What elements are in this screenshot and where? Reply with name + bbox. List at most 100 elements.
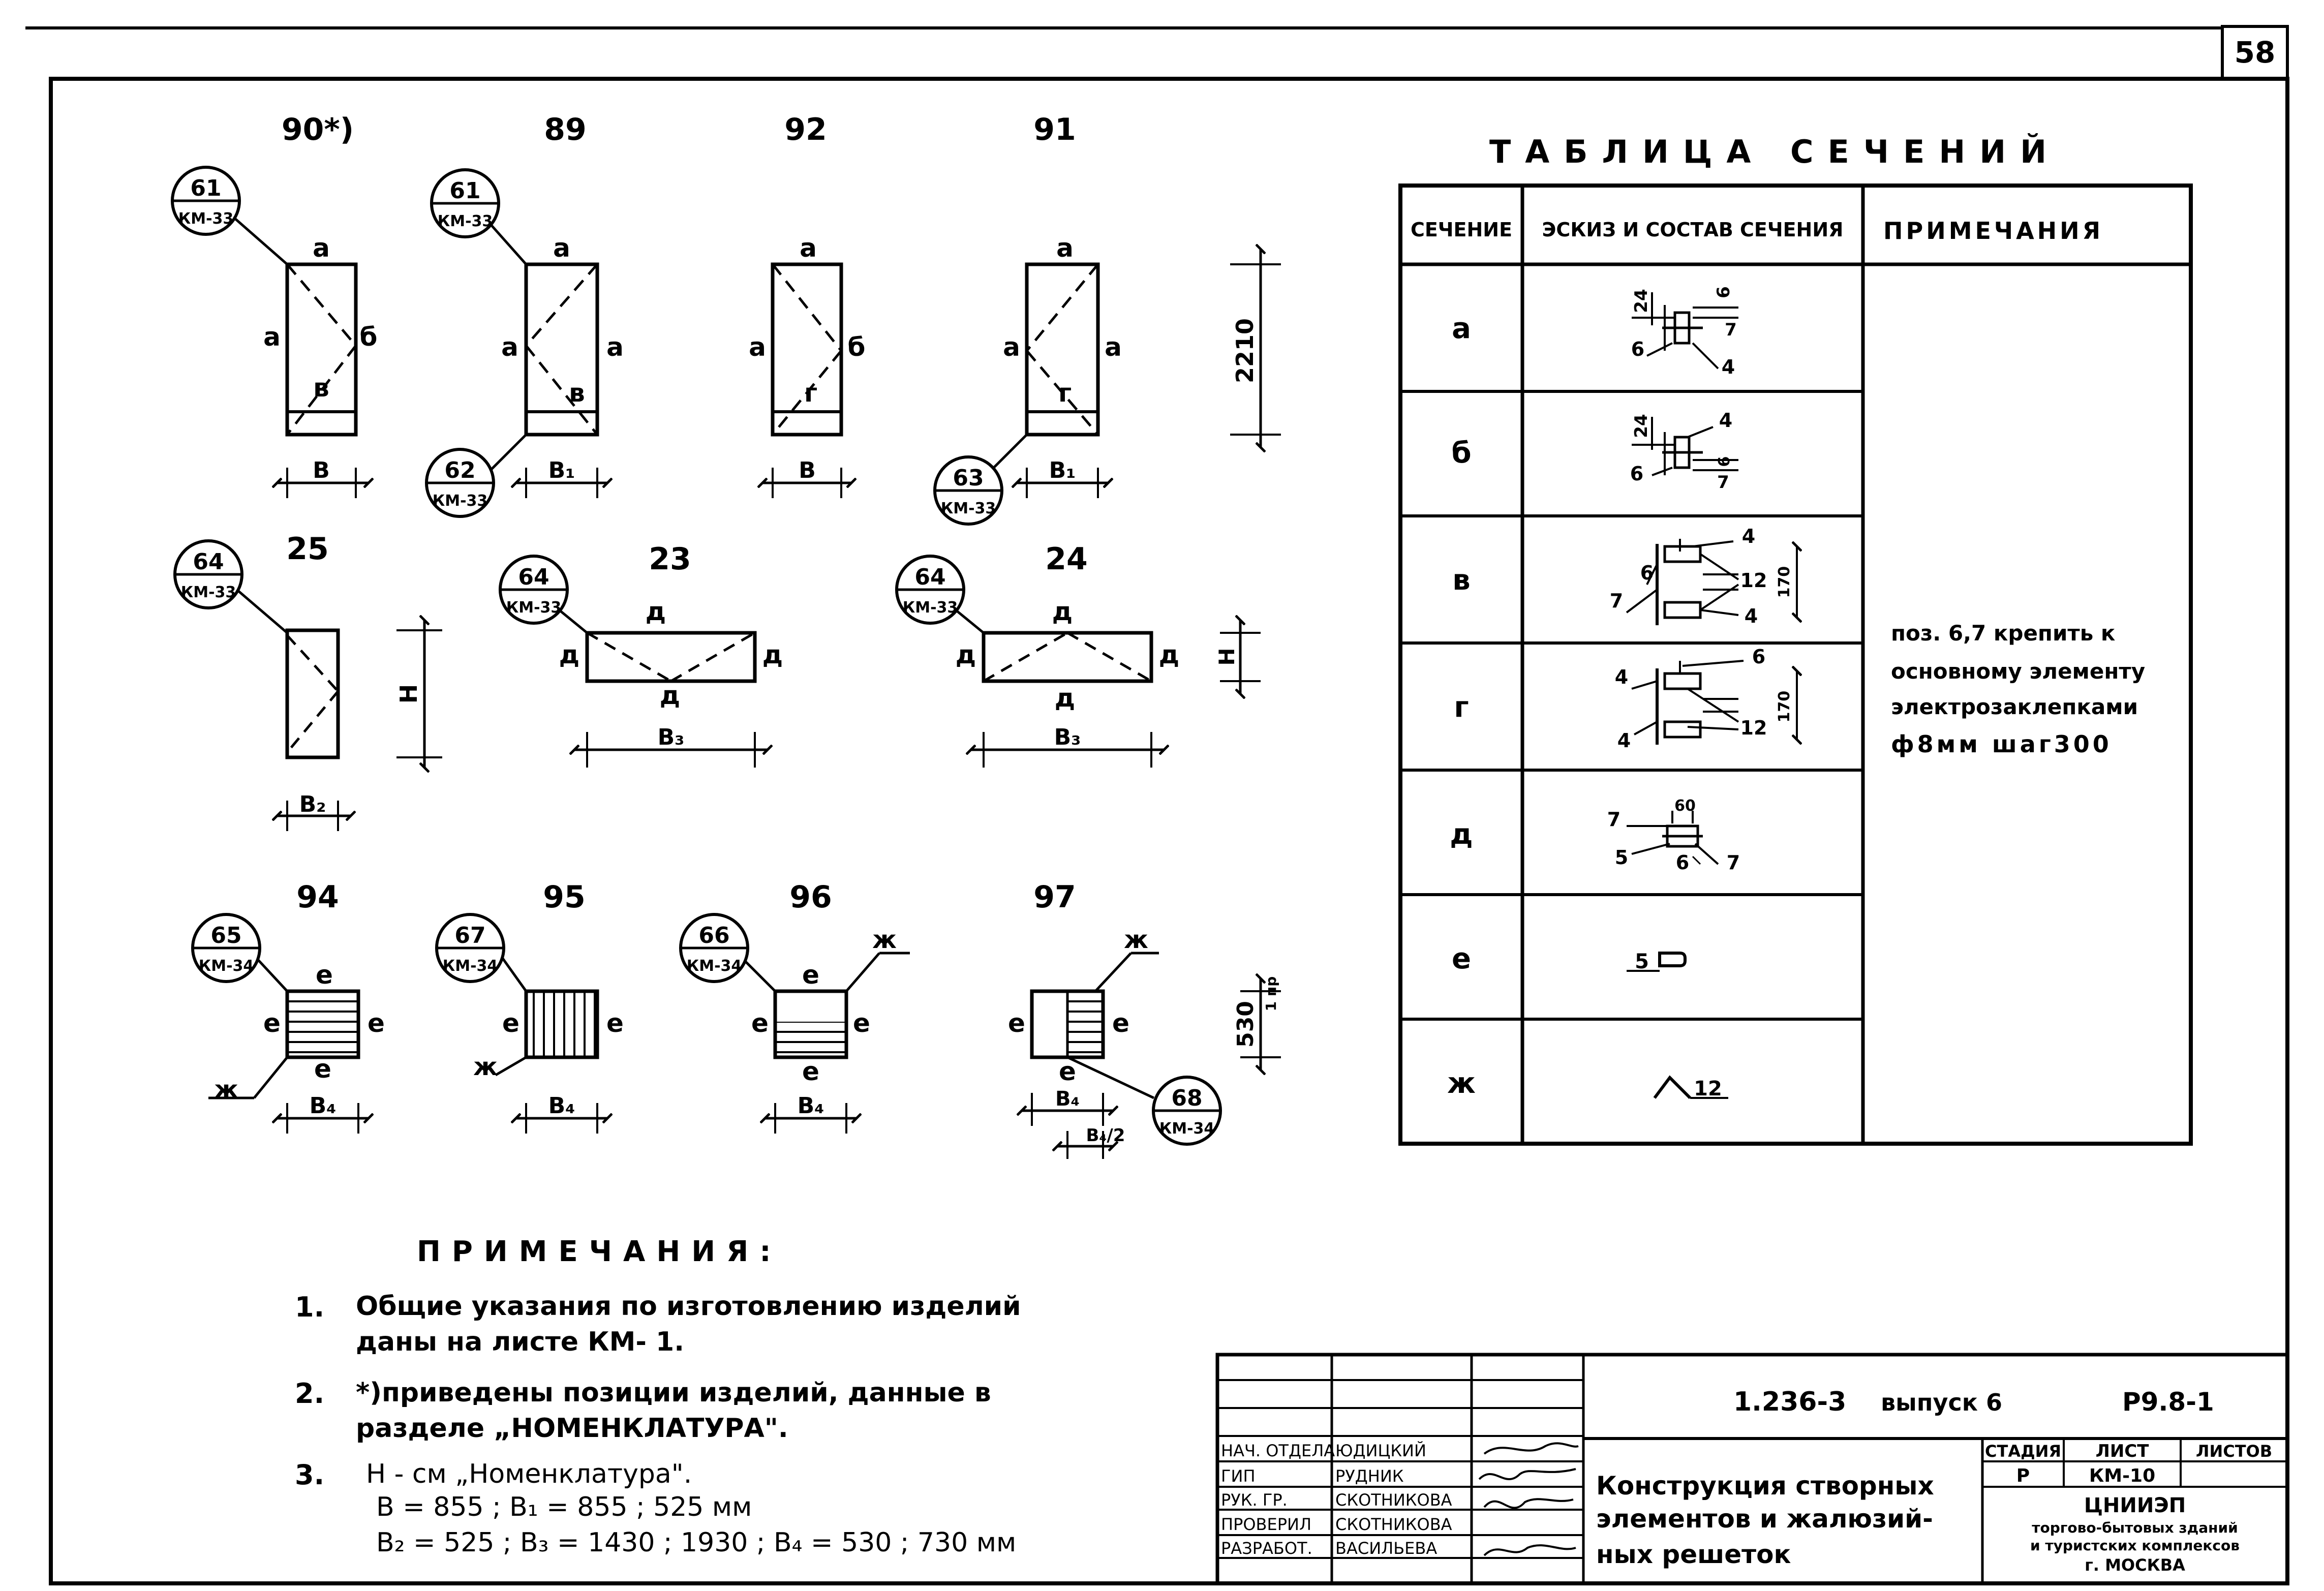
part-number: 97 xyxy=(1033,879,1076,915)
part-number: 24 xyxy=(1045,541,1088,577)
section-letter: а xyxy=(1452,312,1471,345)
name-label: РУДНИК xyxy=(1335,1466,1404,1486)
org-line: ЦНИИЭП xyxy=(2084,1494,2186,1517)
dimension-label: В₁ xyxy=(548,457,575,483)
note-number: 2. xyxy=(295,1378,325,1410)
section-label: д xyxy=(762,640,783,669)
sketch-mark: 4 xyxy=(1615,666,1628,688)
section-label: а xyxy=(800,233,817,263)
section-label: д xyxy=(660,681,680,710)
sketch-mark: 4 xyxy=(1742,525,1755,547)
section-label: д xyxy=(1159,640,1179,669)
part-number: 89 xyxy=(544,112,587,147)
callout-ref: КМ-33 xyxy=(178,210,234,228)
sketch-mark: 6 xyxy=(1631,338,1644,360)
stage-value: Р xyxy=(2016,1465,2030,1486)
part-number: 94 xyxy=(296,879,339,915)
table-note-line: ф8мм шаг300 xyxy=(1891,730,2112,758)
notes-title: ПРИМЕЧАНИЯ: xyxy=(417,1235,782,1268)
role-label: НАЧ. ОТДЕЛА xyxy=(1221,1441,1335,1460)
sketch-mark: 6 xyxy=(1714,286,1734,298)
role-label: РУК. ГР. xyxy=(1221,1490,1288,1510)
sketch-b: 24 4 6 6 7 xyxy=(1630,409,1738,493)
section-label: е xyxy=(802,960,819,990)
section-label: г xyxy=(1058,378,1072,408)
part-91: 91 63 КМ-33 а а а г В₁ xyxy=(933,112,1122,526)
sketch-mark: 170 xyxy=(1776,566,1793,598)
part-90: 90*) 61 КМ-33 а а б в В xyxy=(171,112,377,498)
callout-ref: КМ-34 xyxy=(443,957,498,975)
section-label: е xyxy=(1059,1057,1076,1086)
part-23: 23 64 КМ-33 д д д д В₃ xyxy=(499,541,783,768)
role-label: ГИП xyxy=(1221,1466,1256,1486)
table-note-line: поз. 6,7 крепить к xyxy=(1891,621,2115,646)
callout-ref: КМ-33 xyxy=(941,500,996,517)
sections-table: ТАБЛИЦА СЕЧЕНИЙ СЕЧЕНИЕ ЭСКИЗ И СОСТАВ С… xyxy=(1398,133,2193,1146)
column-head: СТАДИЯ xyxy=(1985,1442,2061,1461)
sketch-mark: 5 xyxy=(1635,950,1649,973)
dimension-label: В₃ xyxy=(1054,724,1081,750)
callout-number: 66 xyxy=(698,923,729,949)
dimension-label: В₄ xyxy=(1055,1087,1080,1111)
section-label: ж xyxy=(473,1053,498,1081)
name-label: ВАСИЛЬЕВА xyxy=(1335,1539,1437,1558)
part-number: 96 xyxy=(789,879,832,915)
dimension-label: В₄/2 xyxy=(1086,1125,1125,1146)
table-note-line: электрозаклепками xyxy=(1891,694,2138,719)
dimension-label: Н xyxy=(395,684,422,704)
note-line: В₂ = 525 ; В₃ = 1430 ; 1930 ; В₄ = 530 ;… xyxy=(376,1527,1017,1558)
callout-ref: КМ-33 xyxy=(433,492,488,510)
dimension-value: 530 xyxy=(1233,1001,1259,1048)
role-label: ПРОВЕРИЛ xyxy=(1221,1515,1311,1534)
callout-number: 64 xyxy=(518,564,549,590)
section-label: а xyxy=(501,332,518,362)
callout-number: 64 xyxy=(193,549,224,575)
section-label: в xyxy=(569,378,585,408)
name-label: СКОТНИКОВА xyxy=(1335,1515,1452,1534)
dimension-2210: 2210 xyxy=(1230,249,1281,447)
note-line: Н - см „Номенклатура". xyxy=(366,1459,692,1489)
part-number: 92 xyxy=(784,112,827,147)
sketch-a: 24 6 7 6 4 xyxy=(1631,286,1738,378)
note-line: даны на листе КМ- 1. xyxy=(356,1327,684,1357)
dimension-value: 2210 xyxy=(1231,318,1259,383)
section-letter: д xyxy=(1450,818,1473,851)
section-label: е xyxy=(606,1008,624,1038)
sketch-mark: 4 xyxy=(1719,409,1732,432)
section-label: ж xyxy=(872,926,897,954)
section-label: е xyxy=(368,1008,385,1038)
callout-number: 63 xyxy=(953,465,984,491)
org-line: торгово-бытовых зданий xyxy=(2032,1519,2238,1536)
sketch-mark: 12 xyxy=(1740,569,1767,592)
section-letter: ж xyxy=(1447,1067,1476,1100)
part-92: 92 а а б г В xyxy=(749,112,865,498)
callout-number: 61 xyxy=(449,178,480,204)
section-label: а xyxy=(1056,233,1074,263)
sketch-zh: 12 xyxy=(1653,1075,1728,1100)
note-line: Общие указания по изготовлению изделий xyxy=(356,1291,1021,1322)
callout-number: 61 xyxy=(190,175,221,201)
sketch-mark: 6 xyxy=(1676,851,1689,874)
section-label: а xyxy=(263,322,281,352)
dimension-label: В xyxy=(799,457,816,483)
section-label: а xyxy=(1003,332,1020,362)
section-label: ж xyxy=(1124,926,1148,954)
sketch-mark: 7 xyxy=(1725,320,1737,340)
sketch-v: 4 6 12 7 4 170 xyxy=(1610,525,1797,627)
drawing-title: элементов и жалюзий- xyxy=(1596,1504,1933,1534)
section-label: е xyxy=(751,1008,769,1038)
org-line: и туристских комплексов xyxy=(2030,1537,2240,1554)
sketch-mark: 170 xyxy=(1776,691,1793,723)
table-header: ПРИМЕЧАНИЯ xyxy=(1883,217,2103,244)
sketch-e: 5 xyxy=(1627,950,1687,973)
section-label: д xyxy=(1055,683,1075,713)
issue: выпуск 6 xyxy=(1881,1389,2002,1416)
section-label: д xyxy=(559,640,579,669)
callout-ref: КМ-33 xyxy=(181,584,236,601)
dimension-label: В xyxy=(313,457,330,483)
note-line: В = 855 ; В₁ = 855 ; 525 мм xyxy=(376,1492,752,1522)
section-label: е xyxy=(802,1057,819,1086)
sketch-mark: 7 xyxy=(1607,808,1620,831)
section-letter: б xyxy=(1451,437,1471,470)
drawing-frame xyxy=(49,77,2289,1585)
